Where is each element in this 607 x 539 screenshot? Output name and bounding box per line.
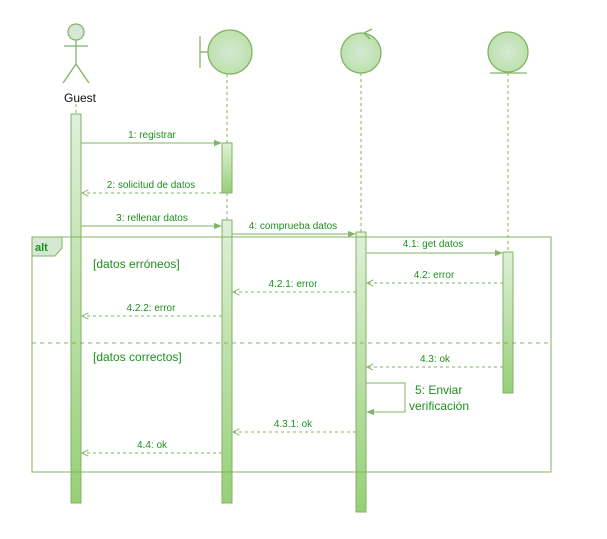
msg-solicitud-label: 2: solicitud de datos <box>107 180 195 191</box>
msg-431-ok-label: 4.3.1: ok <box>274 419 313 430</box>
msg-421-error-label: 4.2.1: error <box>269 279 319 290</box>
msg-get-datos-label: 4.1: get datos <box>403 239 464 250</box>
lifelines <box>75 73 509 252</box>
guard-datos-correctos: [datos correctos] <box>93 350 182 364</box>
message-labels: 1: registrar 2: solicitud de datos 3: re… <box>107 130 469 451</box>
entity-icon <box>487 31 529 74</box>
msg-comprueba-label: 4: comprueba datos <box>249 221 337 232</box>
boundary-icon <box>199 29 253 75</box>
activation-control <box>355 231 367 513</box>
alt-tab <box>31 236 63 257</box>
msg-42-error-label: 4.2: error <box>414 270 455 281</box>
msg-43-ok-label: 4.3: ok <box>420 354 451 365</box>
msg-rellenar-label: 3: rellenar datos <box>116 213 188 224</box>
msg-44-ok-label: 4.4: ok <box>137 440 168 451</box>
activation-boundary-2 <box>221 219 233 504</box>
activation-entity <box>502 251 514 394</box>
messages <box>81 139 503 453</box>
stick-figure-icon <box>62 23 90 84</box>
msg-enviar-label: 5: Enviar <box>415 383 462 397</box>
msg-422-error-label: 4.2.2: error <box>127 303 177 314</box>
control-icon <box>340 28 382 74</box>
msg-verificacion-label: verificación <box>409 399 469 413</box>
msg-enviar-verificacion-arrow <box>366 382 406 416</box>
activation-bars <box>70 113 514 513</box>
activation-boundary-1 <box>221 142 233 194</box>
msg-registrar-label: 1: registrar <box>128 130 176 141</box>
actor-name: Guest <box>64 91 97 105</box>
guard-datos-erroneos: [datos erróneos] <box>93 257 180 271</box>
alt-fragment: alt [datos erróneos] [datos correctos] <box>31 236 552 473</box>
alt-label: alt <box>35 242 48 254</box>
activation-guest <box>70 113 82 504</box>
